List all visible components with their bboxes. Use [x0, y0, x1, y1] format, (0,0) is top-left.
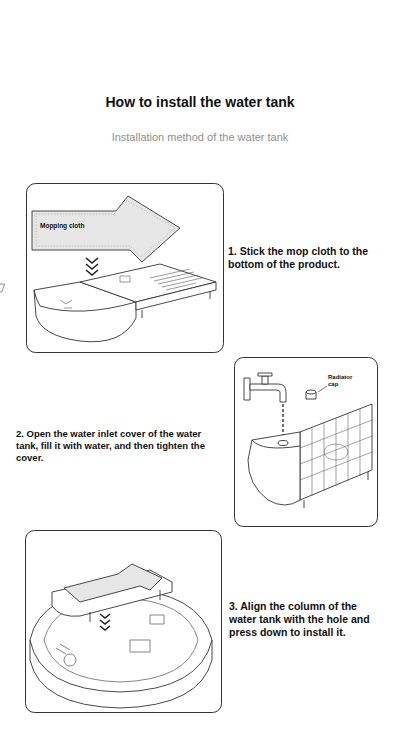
drawing-part	[258, 373, 272, 376]
drawing-part	[86, 264, 98, 269]
leader-line	[318, 386, 327, 392]
drawing-part	[120, 276, 130, 282]
drawing-part	[64, 654, 76, 666]
drawing-part	[0, 284, 5, 292]
faucet-figure	[244, 373, 286, 402]
drawing-part	[36, 200, 175, 257]
tank-install-figure	[52, 564, 172, 622]
drawing-part	[250, 384, 286, 402]
drawing-part	[100, 614, 110, 618]
drawing-part	[312, 409, 360, 496]
drawing-part	[300, 420, 372, 480]
drawing-part	[368, 472, 369, 480]
drawing-part	[30, 640, 212, 692]
drawing-part	[26, 531, 222, 713]
drawing-part	[90, 612, 91, 622]
drawing-part	[64, 564, 162, 602]
water-tank-figure	[0, 264, 216, 342]
part-label: Radiator cap	[328, 374, 364, 387]
drawing-part	[252, 440, 300, 448]
drawing-part	[210, 291, 211, 299]
drawing-part	[235, 358, 378, 527]
drawing-part	[56, 644, 70, 654]
drawing-part	[100, 626, 110, 630]
step-text: 3. Align the column of the water tank wi…	[229, 600, 379, 639]
drawing-part	[100, 620, 110, 624]
title: How to install the water tank	[0, 94, 400, 112]
step-text: 2. Open the water inlet cover of the wat…	[16, 428, 226, 464]
drawing-part	[304, 500, 305, 508]
tank-fill-figure	[248, 390, 372, 508]
mop-cloth-figure	[32, 196, 180, 262]
drawing-part	[324, 444, 348, 460]
drawing-part	[300, 404, 372, 500]
drawing-part	[306, 390, 316, 394]
drawing-part	[278, 441, 288, 446]
part-label: Mopping cloth	[40, 222, 110, 230]
drawing-part	[86, 270, 98, 275]
drawing-part	[150, 269, 202, 290]
drawing-part	[130, 640, 150, 652]
drawing-part	[248, 432, 300, 505]
subtitle: Installation method of the water tank	[0, 131, 400, 145]
drawing-part	[142, 310, 143, 318]
press-chevrons	[100, 614, 110, 630]
step-text: 1. Stick the mop cloth to the bottom of …	[228, 245, 378, 271]
drawing-part	[0, 269, 202, 308]
drawing-part	[244, 378, 250, 400]
drawing-part	[86, 258, 98, 263]
drawing-part	[136, 282, 216, 310]
drawing-part	[160, 590, 161, 600]
drawing-part	[300, 409, 372, 496]
drawing-part	[27, 184, 224, 353]
drawing-part	[60, 300, 72, 308]
drawing-part	[150, 615, 164, 624]
press-chevrons	[86, 258, 98, 275]
drawing-part	[80, 264, 216, 302]
drawing-part	[262, 376, 268, 384]
drawing-part	[32, 196, 180, 262]
